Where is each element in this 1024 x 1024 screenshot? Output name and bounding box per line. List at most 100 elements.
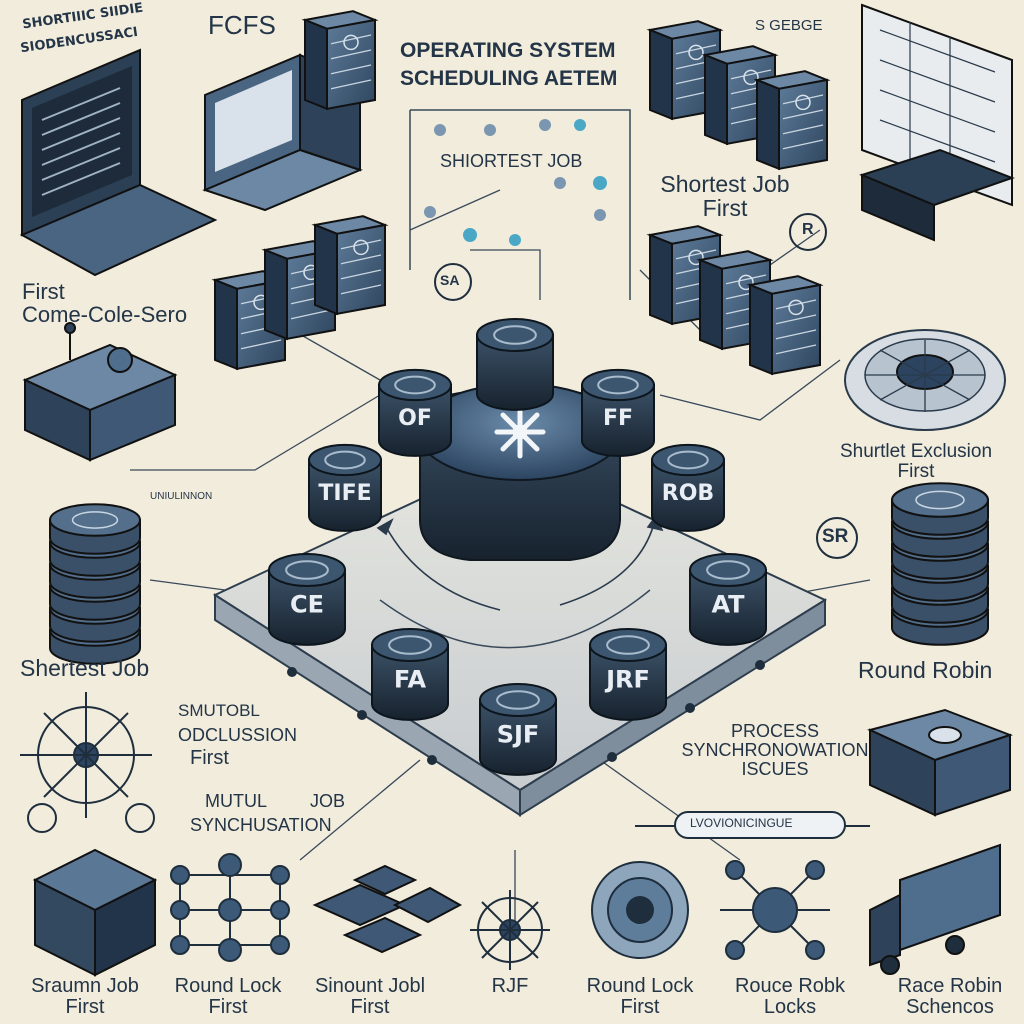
disk-label: ROB bbox=[662, 481, 714, 506]
caption-line: Sraumn Job bbox=[31, 975, 139, 997]
label-shortest-job-first-top: Shortest Job First bbox=[640, 172, 810, 220]
bottom-pill-bar bbox=[635, 811, 870, 839]
wheel-icon-small bbox=[470, 890, 550, 970]
disk-label: JRF bbox=[604, 665, 650, 693]
progress-dots bbox=[424, 119, 607, 246]
badge-sr: SR bbox=[822, 526, 849, 547]
server-rack-icon bbox=[746, 275, 824, 376]
label-fcfs: FCFS bbox=[208, 10, 276, 40]
shortest-job-frame bbox=[409, 109, 631, 300]
label-shortest-job-box: SHIORTEST JOB bbox=[440, 151, 583, 171]
machine-box-icon bbox=[867, 708, 1013, 817]
disk-front-left: FA bbox=[371, 628, 449, 721]
disk-left-upper: OF bbox=[378, 368, 452, 457]
disk-label: AT bbox=[711, 590, 745, 618]
disk-label: OF bbox=[398, 406, 432, 431]
cube-icon bbox=[32, 848, 158, 977]
label-text: ISCUES bbox=[741, 758, 809, 779]
label-text: First bbox=[702, 195, 748, 222]
hub-network-icon bbox=[720, 860, 830, 960]
label-text: Shortest Job bbox=[660, 171, 790, 197]
label-process-sync: PROCESS SYNCHRONOWATION ISCUES bbox=[670, 722, 880, 779]
label-small-note: UNIULINNON bbox=[150, 491, 213, 502]
caption-line: Locks bbox=[763, 996, 817, 1018]
flower-icon bbox=[494, 405, 546, 459]
machine-icon-left bbox=[22, 322, 178, 462]
caption-line: First bbox=[620, 996, 660, 1018]
label-smutobl: SMUTOBL bbox=[178, 701, 260, 720]
label-mutul: MUTUL bbox=[205, 791, 267, 811]
caption-line: First bbox=[208, 996, 248, 1018]
label-text: First bbox=[22, 279, 65, 304]
label-text: Shurtlet Exclusion bbox=[839, 441, 993, 462]
disk-label: CE bbox=[290, 590, 324, 618]
caption-line: Rouce Robk bbox=[734, 975, 846, 997]
label-text: Come-Cole-Sero bbox=[22, 302, 188, 328]
monitor-grid-icon bbox=[859, 3, 1015, 242]
badge-sa: SA bbox=[440, 272, 460, 288]
server-rack-icon bbox=[753, 70, 831, 171]
monitor-icon bbox=[202, 53, 363, 212]
label-text: First bbox=[897, 460, 935, 482]
label-text: SYNCHRONOWATION bbox=[681, 739, 869, 760]
label-synchronisation: SYNCHUSATION bbox=[190, 815, 332, 835]
label-round-robin-right: Round Robin bbox=[858, 657, 993, 683]
top-right-badge: S GEBGE bbox=[755, 17, 823, 34]
caption-line: Round Lock bbox=[174, 975, 282, 997]
badge-r: R bbox=[802, 221, 814, 238]
disk-top bbox=[476, 318, 554, 411]
disk-label: FA bbox=[394, 665, 427, 693]
disk-right-upper: FF bbox=[581, 368, 655, 457]
orbit-arrows bbox=[376, 394, 664, 611]
disk-label: FF bbox=[603, 406, 633, 431]
title-line2: SCHEDULING AЕТEM bbox=[400, 67, 618, 90]
disk-layer: OF FF TIFE ROB CE AT FA JRF SJF bbox=[268, 318, 767, 776]
dial-icon bbox=[844, 329, 1006, 431]
isometric-platform bbox=[212, 453, 828, 817]
disk-left: TIFE bbox=[308, 443, 382, 532]
label-shortlet-exclusion: Shurtlet Exclusion First bbox=[808, 442, 1024, 482]
label-job: JOB bbox=[310, 791, 346, 811]
server-rack-icon bbox=[311, 215, 389, 316]
disk-right: ROB bbox=[651, 443, 725, 532]
disk-label: TIFE bbox=[318, 481, 371, 506]
laptop-icon bbox=[19, 48, 218, 277]
caption-line: Round Lock bbox=[586, 975, 694, 997]
title-line1: OPERATING SYSTEM bbox=[400, 39, 616, 62]
server-rack-icon bbox=[301, 10, 379, 111]
label-bottom-bar: LVOVIONICINGUE bbox=[690, 816, 793, 830]
label-oduclussion: ODCLUSSION bbox=[178, 725, 298, 745]
server-racks bbox=[211, 10, 831, 376]
label-first-mid: First bbox=[190, 747, 229, 769]
badge-circles bbox=[27, 213, 858, 833]
truck-icon bbox=[869, 843, 1001, 975]
caption-line: RJF bbox=[491, 975, 529, 997]
label-first-come: First Come-Cole-Sero bbox=[22, 280, 187, 326]
label-shortest-job-left: Shertest Job bbox=[20, 655, 150, 681]
disk-stack-icon bbox=[891, 482, 989, 646]
caption-line: Race Robin bbox=[897, 975, 1003, 997]
disk-front: SJF bbox=[479, 683, 557, 776]
target-icon bbox=[591, 861, 689, 959]
disk-label: SJF bbox=[497, 720, 540, 748]
caption-line: First bbox=[65, 996, 105, 1018]
caption-line: First bbox=[350, 996, 390, 1018]
disk-front-right: JRF bbox=[589, 628, 667, 721]
bottom-caption: RJF bbox=[435, 976, 585, 997]
caption-line: Schencos bbox=[906, 996, 994, 1018]
disk-right-lower: AT bbox=[689, 553, 767, 646]
disk-left-lower: CE bbox=[268, 553, 346, 646]
network-graph-icon bbox=[170, 853, 290, 962]
wheel-icon bbox=[20, 692, 152, 818]
disk-stacks bbox=[49, 482, 989, 665]
caption-line: Sinount Jobl bbox=[314, 975, 426, 997]
chip-stack-icon bbox=[312, 864, 463, 954]
label-text: PROCESS bbox=[730, 721, 820, 741]
